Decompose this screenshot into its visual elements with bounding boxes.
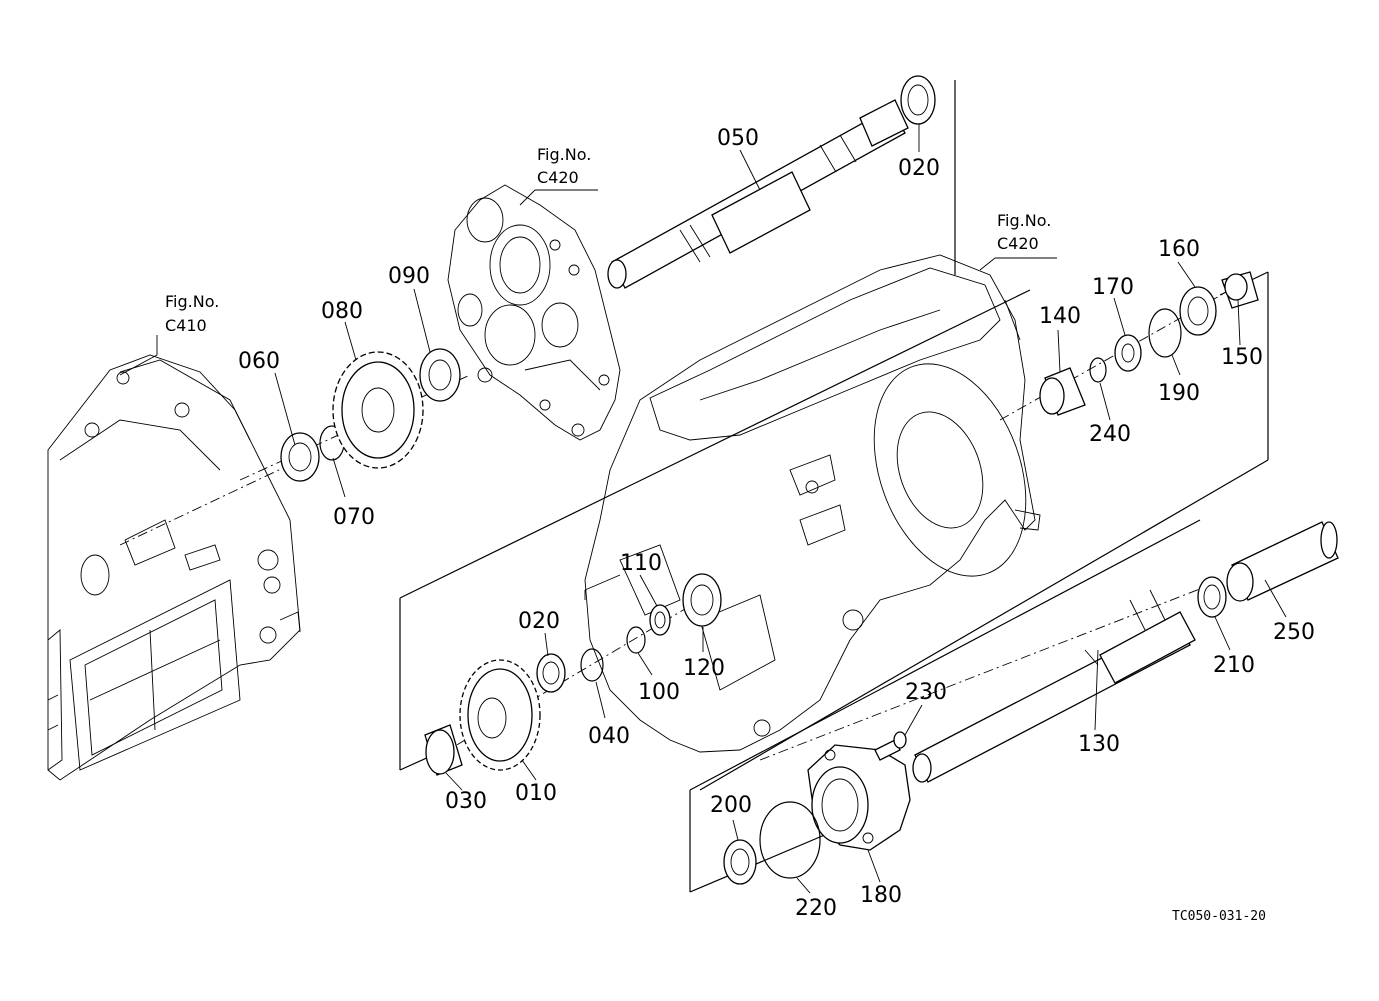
- part-number-250: 250: [1273, 620, 1315, 645]
- part-number-180: 180: [860, 883, 902, 908]
- part-030-needle-bearing: [424, 724, 463, 776]
- part-number-060: 060: [238, 349, 280, 374]
- part-110-collar: [649, 604, 671, 636]
- part-number-110: 110: [620, 551, 662, 576]
- part-190-snap-ring: [1148, 308, 1182, 358]
- part-240-snap-ring: [1089, 357, 1107, 383]
- part-number-140: 140: [1039, 304, 1081, 329]
- part-250-shaft-cover: [1226, 521, 1339, 602]
- part-number-220: 220: [795, 896, 837, 921]
- reference-label-line1: Fig.No.: [997, 211, 1051, 230]
- part-020-thrust-washer-upper: [900, 75, 936, 125]
- reference-fig-c420-plate: Fig.No. C420: [537, 145, 591, 187]
- part-160-ball-bearing: [1179, 286, 1217, 336]
- part-number-050: 050: [717, 126, 759, 151]
- part-150-bushing: [1221, 271, 1259, 309]
- part-number-100: 100: [638, 680, 680, 705]
- part-080-gear: [332, 351, 424, 469]
- part-100-snap-ring: [626, 626, 646, 654]
- part-number-080: 080: [321, 299, 363, 324]
- part-number-090: 090: [388, 264, 430, 289]
- drawing-code: TC050-031-20: [1172, 909, 1266, 924]
- part-number-020-lower: 020: [518, 609, 560, 634]
- part-140-bushing: [1039, 367, 1086, 416]
- reference-fig-c410: Fig.No. C410: [165, 292, 219, 335]
- reference-label-line2: C420: [537, 168, 579, 187]
- part-number-150: 150: [1221, 345, 1263, 370]
- part-number-240: 240: [1089, 422, 1131, 447]
- part-180-bearing-retainer: [807, 744, 911, 851]
- part-020-thrust-washer-lower: [536, 653, 566, 693]
- part-number-020-upper: 020: [898, 156, 940, 181]
- part-200-oil-seal: [723, 839, 757, 885]
- part-010-gear: [459, 659, 541, 771]
- part-040-snap-ring: [580, 648, 604, 682]
- part-number-190: 190: [1158, 381, 1200, 406]
- part-number-170: 170: [1092, 275, 1134, 300]
- part-230-bolt: [874, 731, 907, 761]
- part-130-pto-shaft: [912, 589, 1196, 783]
- part-170-ball-bearing: [1114, 334, 1142, 372]
- reference-fig-c420-case: Fig.No. C420: [997, 211, 1051, 253]
- bearing-plate-c420: [447, 184, 621, 441]
- part-120-ball-bearing: [682, 573, 722, 627]
- reference-label-line1: Fig.No.: [165, 292, 219, 311]
- part-090-ball-bearing: [419, 348, 461, 402]
- part-number-labels: 060 070 080 090 050 020 110 020 100 120 …: [238, 126, 1315, 921]
- part-220-o-ring: [759, 801, 821, 879]
- part-number-070: 070: [333, 505, 375, 530]
- reference-label-line1: Fig.No.: [537, 145, 591, 164]
- part-number-210: 210: [1213, 653, 1255, 678]
- part-number-200: 200: [710, 793, 752, 818]
- transmission-housing-c410: [47, 354, 301, 781]
- part-number-130: 130: [1078, 732, 1120, 757]
- part-050-shaft: [607, 99, 909, 289]
- part-210-oil-seal: [1197, 576, 1227, 618]
- part-number-120: 120: [683, 656, 725, 681]
- part-060-ball-bearing: [280, 432, 320, 482]
- reference-label-line2: C410: [165, 316, 207, 335]
- part-number-040: 040: [588, 724, 630, 749]
- leader-lines: [119, 124, 1287, 894]
- part-number-230: 230: [905, 680, 947, 705]
- main-transmission-case-c420: [584, 254, 1041, 753]
- part-number-160: 160: [1158, 237, 1200, 262]
- part-number-010: 010: [515, 781, 557, 806]
- reference-label-line2: C420: [997, 234, 1039, 253]
- part-number-030: 030: [445, 789, 487, 814]
